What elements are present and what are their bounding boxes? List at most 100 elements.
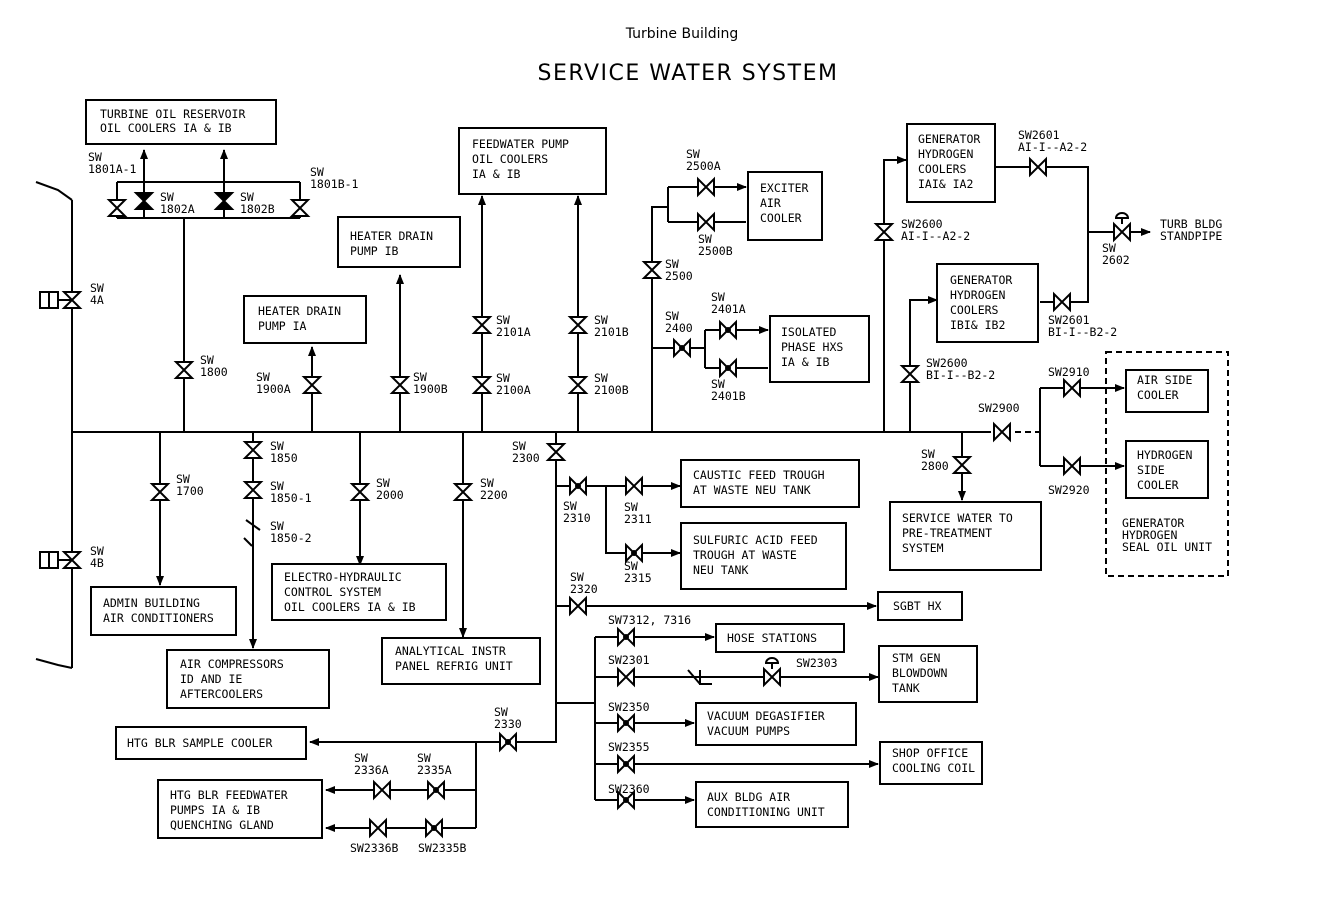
sw2101a-line: SW bbox=[496, 313, 510, 327]
sw2330-line: 2330 bbox=[494, 717, 522, 731]
sgbt-hx-line: SGBT HX bbox=[893, 599, 942, 613]
sw2336b-line: SW2336B bbox=[350, 841, 399, 855]
valve-1800[interactable] bbox=[173, 361, 195, 379]
valve-2601a[interactable] bbox=[1029, 156, 1047, 178]
valve-2303[interactable] bbox=[763, 666, 781, 688]
sw2401b-line: SW bbox=[711, 377, 725, 391]
sw2800-line: SW bbox=[921, 447, 935, 461]
sw2101b-line: SW bbox=[594, 313, 608, 327]
shop-office-cooling-line: SHOP OFFICE bbox=[892, 746, 968, 760]
valve-1850[interactable] bbox=[242, 441, 264, 459]
valve-2900[interactable] bbox=[993, 421, 1011, 443]
sw2600a-line: AI-I--A2-2 bbox=[901, 229, 970, 243]
sw2311-line: 2311 bbox=[624, 512, 652, 526]
gen-seal-oil-line: GENERATOR bbox=[1122, 516, 1184, 530]
htg-blr-feedwater-line: QUENCHING GLAND bbox=[170, 818, 274, 832]
valve-1801a[interactable] bbox=[106, 199, 128, 217]
sw1802b-line: SW bbox=[240, 190, 254, 204]
htg-blr-sample-line: HTG BLR SAMPLE COOLER bbox=[127, 736, 272, 750]
valve-stem-dot bbox=[623, 720, 629, 726]
htg-blr-feedwater-line: PUMPS IA & IB bbox=[170, 803, 260, 817]
sw2355-line: SW2355 bbox=[608, 740, 650, 754]
valve-2320[interactable] bbox=[569, 595, 587, 617]
valve-stem-dot bbox=[623, 634, 629, 640]
sw1801a-line: 1801A-1 bbox=[88, 162, 137, 176]
sw2303-line: SW2303 bbox=[796, 656, 838, 670]
exciter-air-cooler-line: COOLER bbox=[760, 211, 802, 225]
valve-stem-dot bbox=[623, 761, 629, 767]
hydrogen-side-cooler-line: COOLER bbox=[1137, 478, 1179, 492]
valve-stem-dot bbox=[505, 739, 511, 745]
valve-operator-icon bbox=[1114, 212, 1130, 224]
valve-1802b[interactable] bbox=[213, 192, 235, 210]
valve-2336a[interactable] bbox=[373, 779, 391, 801]
valve-1700[interactable] bbox=[149, 483, 171, 501]
sw4b-line: 4B bbox=[90, 556, 104, 570]
valve-2200[interactable] bbox=[452, 483, 474, 501]
valve-2920[interactable] bbox=[1063, 455, 1081, 477]
heater-drain-pump-ia-line: PUMP IA bbox=[258, 319, 307, 333]
valve-1801b[interactable] bbox=[289, 199, 311, 217]
valve-2800[interactable] bbox=[951, 456, 973, 474]
valve-2500[interactable] bbox=[641, 261, 663, 279]
shop-office-cooling-line: COOLING COIL bbox=[892, 761, 975, 775]
valve-stem-dot bbox=[725, 365, 731, 371]
valve-2500a[interactable] bbox=[697, 176, 715, 198]
sw2336a-line: SW bbox=[354, 751, 368, 765]
sulfuric-acid-feed-line: TROUGH AT WASTE bbox=[693, 548, 797, 562]
valve-2500b[interactable] bbox=[697, 211, 715, 233]
valve-2101a[interactable] bbox=[471, 316, 493, 334]
valve-2100b[interactable] bbox=[567, 376, 589, 394]
sw1700-line: SW bbox=[176, 472, 190, 486]
electro-hydraulic-line: OIL COOLERS IA & IB bbox=[284, 600, 416, 614]
valve-1850-1[interactable] bbox=[242, 481, 264, 499]
sw2350-line: SW2350 bbox=[608, 700, 650, 714]
sw2800-line: 2800 bbox=[921, 459, 949, 473]
sw2100b-line: SW bbox=[594, 371, 608, 385]
valve-2300[interactable] bbox=[545, 443, 567, 461]
sw1800-line: SW bbox=[200, 353, 214, 367]
valve-2601b[interactable] bbox=[1053, 291, 1071, 313]
sw2000-line: SW bbox=[376, 476, 390, 490]
sw2900-line: SW2900 bbox=[978, 401, 1020, 415]
gen-hydrogen-coolers-ib-line: COOLERS bbox=[950, 303, 999, 317]
sw2401b-line: 2401B bbox=[711, 389, 746, 403]
valve-2311[interactable] bbox=[625, 475, 643, 497]
actuator-4a-icon-stem bbox=[48, 292, 72, 308]
valve-2910[interactable] bbox=[1063, 377, 1081, 399]
valve-2301[interactable] bbox=[617, 666, 635, 688]
gen-hydrogen-coolers-ia-line: GENERATOR bbox=[918, 132, 980, 146]
valve-1802a[interactable] bbox=[133, 192, 155, 210]
valve-stem-dot bbox=[623, 797, 629, 803]
valve-stem-dot bbox=[431, 825, 437, 831]
sw2360-line: SW2360 bbox=[608, 782, 650, 796]
service-water-pretreatment-line: SERVICE WATER TO bbox=[902, 511, 1013, 525]
air-compressors-line: ID AND IE bbox=[180, 672, 242, 686]
diagram-subtitle: Turbine Building bbox=[625, 26, 739, 42]
sw1801b-line: SW bbox=[310, 165, 324, 179]
gen-seal-oil-line: SEAL OIL UNIT bbox=[1122, 540, 1212, 554]
sw1900a-line: SW bbox=[256, 370, 270, 384]
valve-labels: SW1801A-1SW1802ASW1802BSW1801B-1SW4ASW4B… bbox=[88, 128, 1222, 855]
valve-2336b[interactable] bbox=[369, 817, 387, 839]
sw2100b-line: 2100B bbox=[594, 383, 629, 397]
valve-2600a[interactable] bbox=[873, 223, 895, 241]
sw2300-line: 2300 bbox=[512, 451, 540, 465]
valve-2100a[interactable] bbox=[471, 376, 493, 394]
sw1800-line: 1800 bbox=[200, 365, 228, 379]
sw1802a-line: SW bbox=[160, 190, 174, 204]
sw2601a-line: SW2601 bbox=[1018, 128, 1060, 142]
sw2000-line: 2000 bbox=[376, 488, 404, 502]
sw1801b-line: 1801B-1 bbox=[310, 177, 359, 191]
valve-2000[interactable] bbox=[349, 483, 371, 501]
stm-gen-blowdown-line: BLOWDOWN bbox=[892, 666, 947, 680]
valve-2602[interactable] bbox=[1113, 221, 1131, 243]
heater-drain-pump-ib-line: HEATER DRAIN bbox=[350, 229, 433, 243]
valve-2600b[interactable] bbox=[899, 365, 921, 383]
valve-1900b[interactable] bbox=[389, 376, 411, 394]
valve-2101b[interactable] bbox=[567, 316, 589, 334]
sw2601a-line: AI-I--A2-2 bbox=[1018, 140, 1087, 154]
sw1900a-line: 1900A bbox=[256, 382, 291, 396]
valve-1900a[interactable] bbox=[301, 376, 323, 394]
aux-bldg-air-line: AUX BLDG AIR bbox=[707, 790, 790, 804]
